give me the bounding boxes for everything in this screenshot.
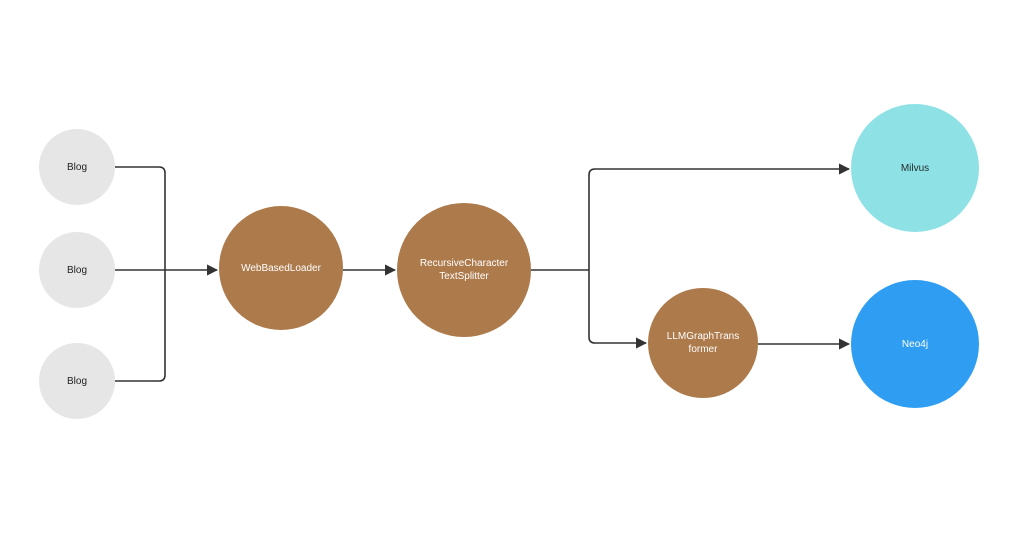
node-llm-graph-transformer-line-2: former — [688, 344, 718, 355]
node-text-splitter-line-1: RecursiveCharacter — [419, 258, 509, 269]
edge-splitter-to-graph-transformer — [588, 270, 648, 349]
node-web-based-loader: WebBasedLoader — [219, 206, 343, 330]
edge-splitter-to-milvus — [588, 163, 851, 270]
node-blog-1: Blog — [39, 129, 115, 205]
node-llm-graph-transformer: LLMGraphTrans former — [648, 288, 758, 398]
edge-blog3-to-loader — [115, 270, 166, 382]
node-llm-graph-transformer-label: LLMGraphTrans former — [667, 330, 739, 356]
node-blog-2: Blog — [39, 232, 115, 308]
node-llm-graph-transformer-line-1: LLMGraphTrans — [666, 331, 740, 342]
node-text-splitter-line-2: TextSplitter — [439, 271, 489, 282]
node-blog-3: Blog — [39, 343, 115, 419]
node-blog-2-label: Blog — [66, 264, 87, 276]
node-web-based-loader-label: WebBasedLoader — [241, 262, 321, 274]
node-text-splitter-label: RecursiveCharacter TextSplitter — [420, 257, 508, 283]
node-neo4j-label: Neo4j — [901, 338, 929, 350]
edge-blog1-to-loader — [115, 166, 166, 270]
node-milvus-label: Milvus — [900, 162, 930, 174]
node-text-splitter: RecursiveCharacter TextSplitter — [397, 203, 531, 337]
node-blog-3-label: Blog — [66, 375, 87, 387]
node-blog-1-label: Blog — [66, 161, 87, 173]
node-neo4j: Neo4j — [851, 280, 979, 408]
node-milvus: Milvus — [851, 104, 979, 232]
